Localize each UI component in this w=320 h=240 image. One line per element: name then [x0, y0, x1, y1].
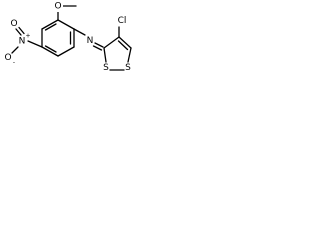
- chloro-group: Cl: [118, 16, 127, 38]
- nitro-nitrogen-charge: +: [25, 33, 30, 40]
- ring-double-bond: [44, 23, 57, 31]
- aryl-nitrogen-bond: [73, 28, 86, 36]
- ring-bond: [127, 47, 132, 63]
- ring-double-bond: [117, 40, 129, 51]
- ring-bond: [41, 46, 59, 57]
- dithiole-ring: S S: [103, 36, 132, 73]
- imine-double-bond: [92, 45, 103, 51]
- nitro-oxygen-double-bond: [18, 26, 25, 35]
- ring-bond: [57, 19, 75, 30]
- ring-bond: [103, 36, 120, 49]
- nitro-bond: [27, 40, 43, 48]
- methoxy-group: O: [53, 1, 77, 21]
- ring-bond: [41, 19, 59, 30]
- imine-nitrogen-label: N: [87, 36, 94, 46]
- chlorine-label: Cl: [118, 16, 127, 26]
- nitro-oxygen-double-bond: [15, 28, 22, 36]
- benzene-ring: [41, 19, 75, 57]
- imine-linkage: N: [73, 28, 104, 51]
- nitro-oxygen-bottom-label: O: [4, 53, 11, 63]
- nitro-oxygen-top-label: O: [10, 19, 17, 29]
- nitro-oxygen-charge: -: [13, 60, 15, 67]
- sulfur-right-label: S: [125, 63, 131, 73]
- chemical-structure: O O N + O - N S S Cl: [4, 1, 132, 73]
- nitro-group: O N + O -: [4, 19, 43, 67]
- methoxy-oxygen-label: O: [54, 2, 61, 12]
- ring-double-bond: [118, 36, 132, 49]
- ring-bond: [57, 46, 75, 57]
- imine-double-bond: [94, 42, 104, 48]
- nitro-oxygen-single-bond: [11, 46, 19, 54]
- ring-double-bond: [44, 45, 57, 53]
- sulfur-left-label: S: [103, 63, 109, 73]
- ring-bond: [103, 47, 107, 63]
- nitro-nitrogen-label: N: [19, 37, 26, 47]
